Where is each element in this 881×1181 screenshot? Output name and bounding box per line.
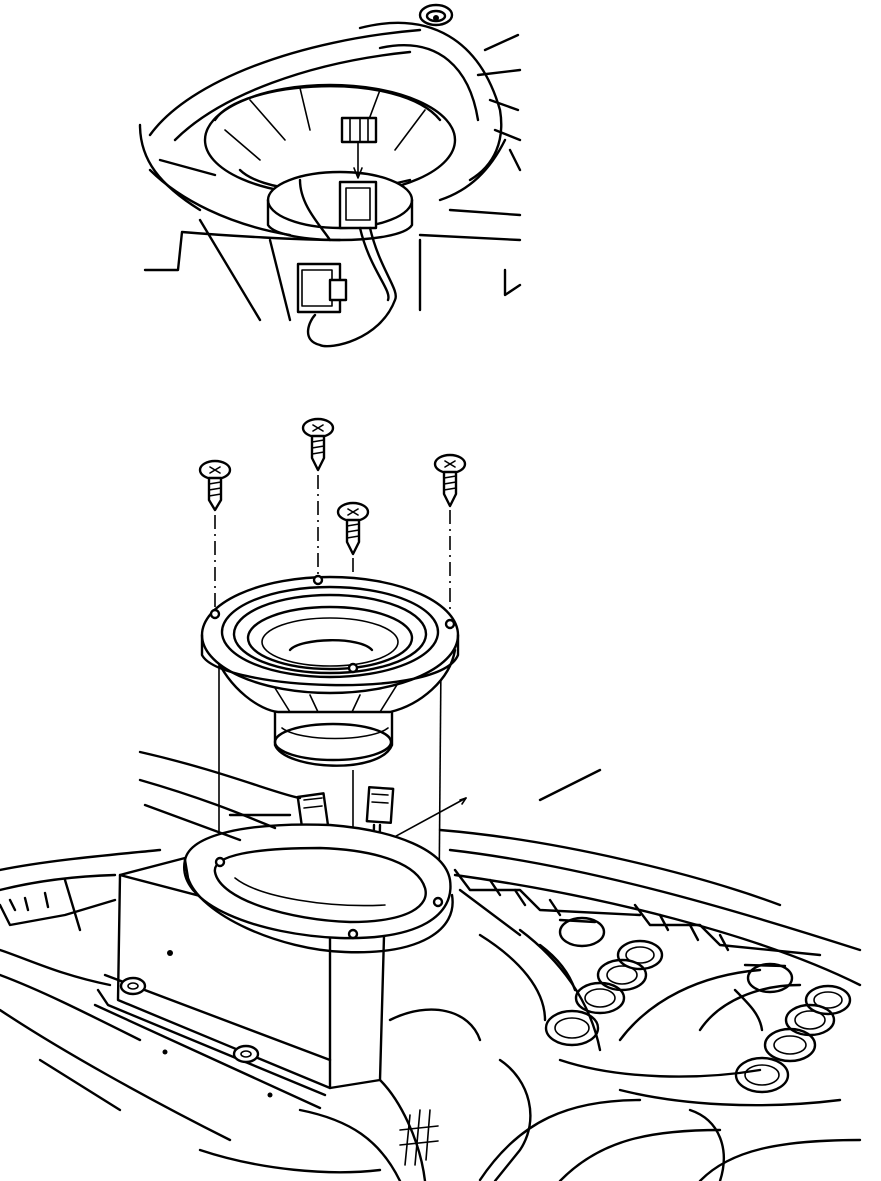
connector-detail-view xyxy=(138,3,522,348)
rear-package-shelf xyxy=(0,750,862,1181)
mounting-screw xyxy=(336,501,370,556)
mounting-screw xyxy=(198,459,232,512)
bolt-icon xyxy=(119,976,147,996)
mounting-screw xyxy=(301,417,335,472)
pad-ring-icon xyxy=(544,916,852,1094)
grommet-icon xyxy=(418,3,454,27)
mounting-screw xyxy=(433,453,467,508)
grid-mark-icon xyxy=(399,1109,439,1166)
speaker xyxy=(200,574,460,767)
speaker-mounting-bracket xyxy=(93,823,454,1110)
bolt-icon xyxy=(232,1044,260,1064)
